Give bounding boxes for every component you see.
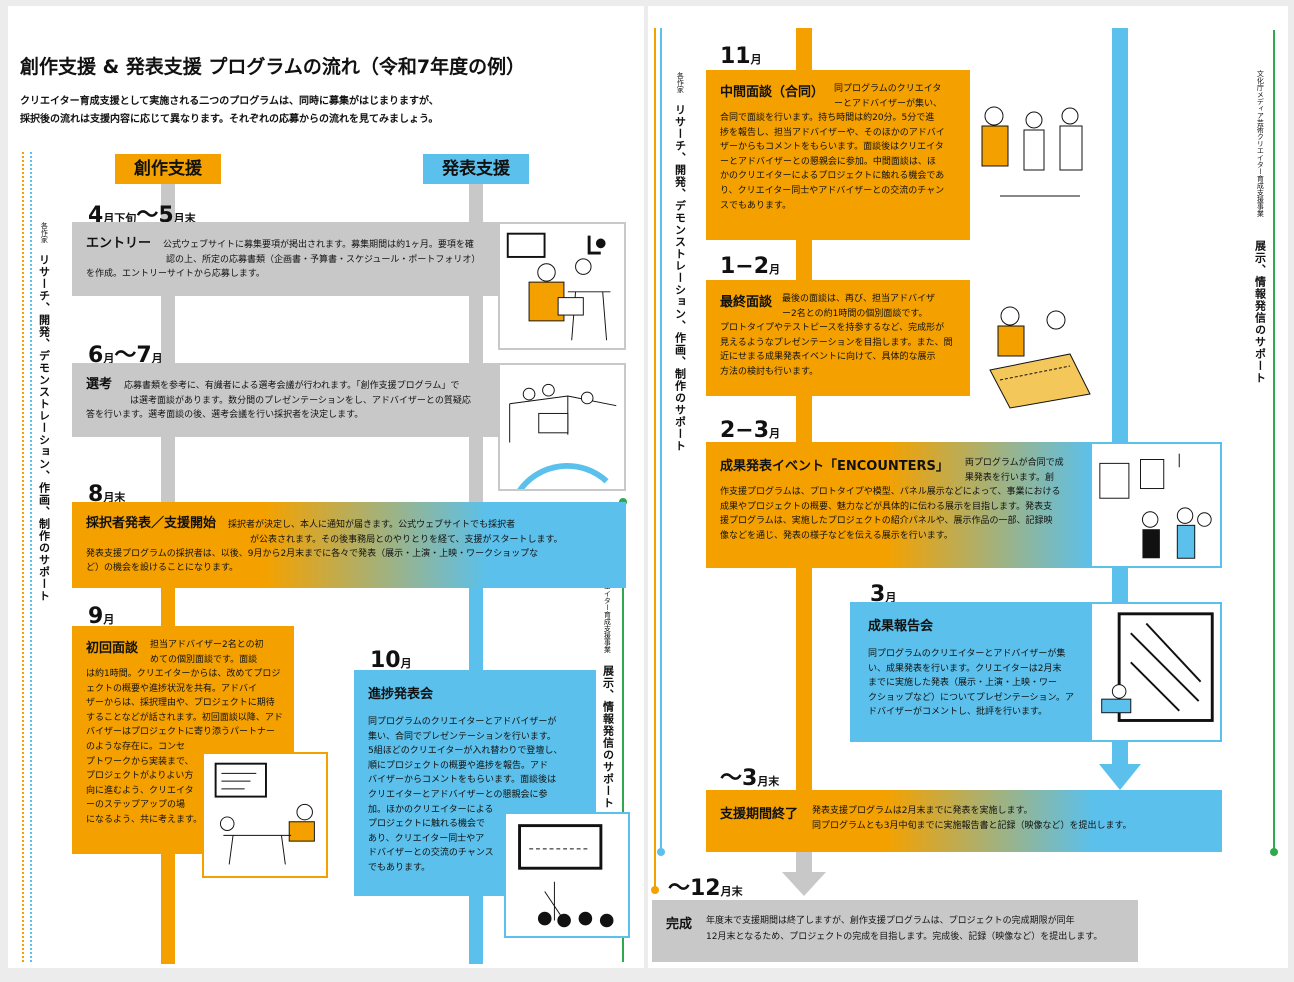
far-side-small-label: 文化庁メディア芸術クリエイター育成支援事業 — [1256, 70, 1265, 217]
progress-illustration — [504, 812, 630, 938]
left-dotted-line-orange — [22, 152, 24, 962]
end-card: 支援期間終了 発表支援プログラムは2月末までに発表を実施します。 同プログラムと… — [706, 790, 1222, 852]
mid-card: 中間面談（合同） 同プログラムのクリエイタ ーとアドバイザーが集い、 合同で面談… — [706, 70, 970, 240]
complete-date: 〜12月末 — [668, 876, 743, 901]
create-program-label: 創作支援 — [115, 154, 221, 184]
entry-illustration — [498, 222, 626, 350]
final-date: 1−2月 — [720, 254, 781, 279]
select-illustration — [498, 363, 626, 491]
right-blue-line — [660, 28, 662, 850]
present-program-label: 発表支援 — [423, 154, 529, 184]
create-arrow-gray — [796, 850, 812, 872]
page-title: 創作支援 & 発表支援 プログラムの流れ（令和7年度の例） — [20, 56, 526, 78]
entry-title: エントリー — [86, 236, 152, 251]
create-arrow-head — [782, 872, 826, 896]
report-date: 3月 — [870, 582, 897, 607]
encounters-date: 2−3月 — [720, 418, 781, 443]
far-green-dot — [1270, 848, 1278, 856]
complete-card: 完成 年度末で支援期間は終了しますが、創作支援プログラムは、プロジェクトの完成期… — [652, 900, 1138, 962]
announce-card: 採択者発表／支援開始採択者が決定し、本人に通知が届きます。公式ウェブサイトでも採… — [72, 502, 626, 588]
progress-date: 10月 — [370, 648, 412, 673]
entry-date: 4月下旬〜5月末 — [88, 203, 196, 228]
encounters-illustration — [1090, 442, 1222, 568]
mid-date: 11月 — [720, 44, 762, 69]
select-title: 選考 — [86, 377, 113, 392]
mid-illustration — [970, 86, 1098, 206]
mid-side-label: 展示、情報発信のサポート — [601, 665, 615, 809]
final-card: 最終面談 最後の面談は、再び、担当アドバイザ ー2名との約1時間の個別面談です。… — [706, 280, 970, 396]
encounters-title: 成果発表イベント「ENCOUNTERS」 — [720, 459, 949, 474]
intro-line-1: クリエイター育成支援として実施される二つのプログラムは、同時に募集がはじまります… — [20, 96, 439, 107]
far-green-line — [1273, 30, 1275, 852]
mid-green-line — [622, 502, 624, 962]
announce-date: 8月末 — [88, 482, 126, 507]
right-side-small-label: 各作家 — [676, 72, 685, 93]
end-title: 支援期間終了 — [720, 807, 799, 822]
present-arrow-head — [1099, 764, 1141, 790]
select-date: 6月〜7月 — [88, 343, 163, 368]
left-dotted-line-blue — [30, 152, 32, 962]
left-side-label: リサーチ、開発、デモンストレーション、作画、制作のサポート — [37, 254, 51, 602]
announce-title: 採択者発表／支援開始 — [86, 516, 217, 531]
first-title: 初回面談 — [86, 641, 139, 656]
far-side-label: 展示、情報発信のサポート — [1253, 240, 1267, 384]
complete-title: 完成 — [666, 917, 693, 932]
intro-line-2: 採択後の流れは支援内容に応じて異なります。それぞれの応募からの流れを見てみましょ… — [20, 114, 439, 125]
present-column-right — [1112, 28, 1128, 764]
mid-title: 中間面談（合同） — [720, 85, 825, 100]
final-title: 最終面談 — [720, 295, 773, 310]
right-blue-dot — [657, 848, 665, 856]
first-illustration — [202, 752, 328, 878]
right-orange-dot — [651, 886, 659, 894]
report-title: 成果報告会 — [868, 619, 934, 634]
final-illustration — [970, 290, 1098, 410]
end-date: 〜3月末 — [720, 766, 780, 791]
right-side-label: リサーチ、開発、デモンストレーション、作画、制作のサポート — [673, 104, 687, 452]
right-orange-line — [654, 28, 656, 888]
progress-title: 進捗発表会 — [368, 687, 434, 702]
report-illustration — [1090, 602, 1222, 742]
left-side-small-label: 各作家 — [40, 222, 49, 243]
first-date: 9月 — [88, 604, 115, 629]
